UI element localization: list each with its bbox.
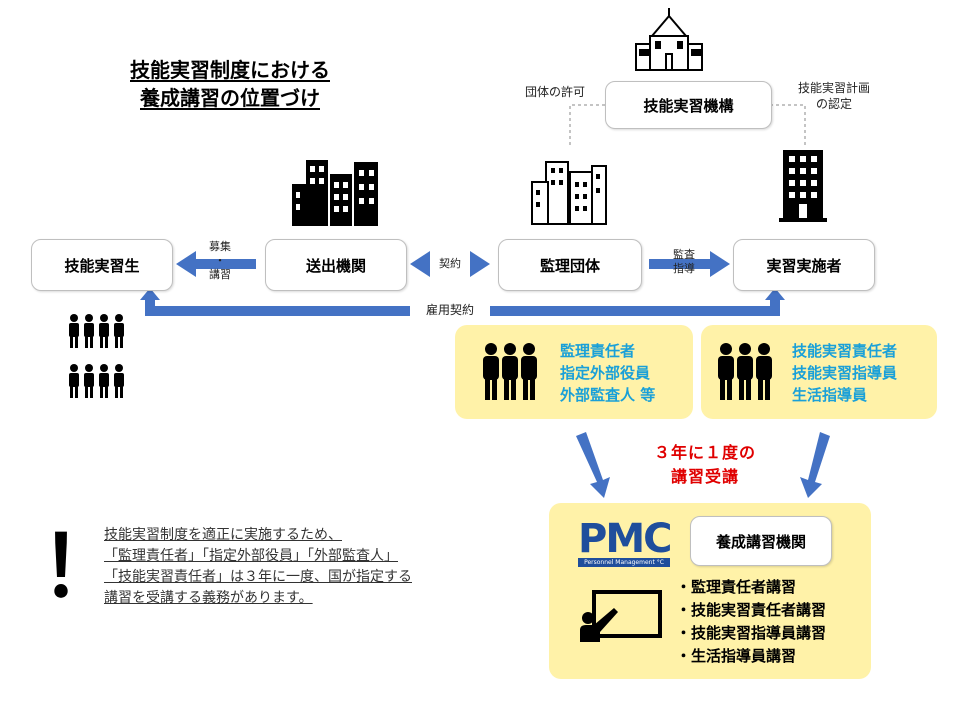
notice-line: 「監理責任者」「指定外部役員」「外部監査人」: [104, 548, 398, 564]
city-buildings-icon: [531, 161, 607, 225]
edge-label-contract: 契約: [439, 257, 461, 270]
exclamation-icon: ！: [40, 518, 125, 616]
role-item: 監理責任者: [560, 342, 636, 360]
note-plan-certification-line-2: の認定: [815, 97, 852, 111]
edge-label-recruit-2: 講習: [209, 268, 231, 281]
node-sending-organization: 送出機関: [265, 239, 407, 291]
course-list: ・監理責任者講習 ・技能実習責任者講習 ・技能実習指導員講習 ・生活指導員講習: [676, 576, 826, 668]
roles-list-supervising: 監理責任者 指定外部役員 外部監査人 等: [560, 340, 655, 406]
trainee-group-icon: [69, 314, 124, 398]
frequency-line-1: ３年に１度の: [653, 443, 756, 462]
school-building-icon: [635, 8, 703, 71]
role-item: 外部監査人 等: [560, 386, 656, 404]
node-implementing-organization: 実習実施者: [733, 239, 875, 291]
node-supervising-organization: 監理団体: [498, 239, 642, 291]
pmc-logo-text: PMC: [578, 516, 672, 562]
recruit-arrow: [176, 251, 256, 277]
note-plan-certification: 技能実習計画 の認定: [784, 80, 884, 112]
role-item: 生活指導員: [792, 386, 868, 404]
node-trainee: 技能実習生: [31, 239, 173, 291]
dashed-connector-left: [569, 104, 605, 145]
notice-line: 講習を受講する義務があります。: [104, 590, 313, 606]
edge-label-audit: 監査 指導: [664, 248, 704, 276]
tower-building-icon: [779, 150, 827, 222]
edge-label-employment: 雇用契約: [410, 303, 490, 317]
edge-label-audit-2: 指導: [673, 262, 695, 275]
notice-line: 技能実習制度を適正に実施するため、: [104, 527, 342, 543]
staff-group-icon-left: [483, 343, 537, 400]
page-title: 技能実習制度における 養成講習の位置づけ: [60, 56, 400, 112]
pmc-logo: PMC Personnel Management °C: [578, 516, 672, 570]
node-training-organization: 技能実習機構: [605, 81, 772, 129]
edge-label-audit-1: 監査: [673, 248, 695, 261]
edge-label-recruit-1: 募集: [209, 240, 231, 253]
course-item: ・生活指導員講習: [676, 647, 797, 665]
staff-group-icon-right: [718, 343, 772, 400]
audit-arrow: [649, 251, 730, 277]
note-plan-certification-line-1: 技能実習計画: [797, 81, 870, 95]
role-item: 技能実習指導員: [792, 364, 898, 382]
course-item: ・技能実習責任者講習: [676, 601, 827, 619]
contract-arrow-right: [470, 251, 490, 277]
edge-label-recruit-dot: ・: [214, 254, 226, 267]
course-item: ・技能実習指導員講習: [676, 624, 827, 642]
notice-text: 技能実習制度を適正に実施するため、 「監理責任者」「指定外部役員」「外部監査人」…: [104, 525, 544, 609]
down-arrow-right: [800, 432, 830, 498]
title-line-1: 技能実習制度における: [130, 58, 330, 82]
role-item: 技能実習責任者: [792, 342, 898, 360]
frequency-line-2: 講習受講: [670, 467, 739, 486]
down-arrow-left: [576, 432, 610, 498]
lecture-board-icon: [580, 590, 662, 642]
dashed-connector-right: [770, 104, 806, 145]
course-item: ・監理責任者講習: [676, 578, 797, 596]
node-training-institution: 養成講習機関: [690, 516, 832, 566]
title-line-2: 養成講習の位置づけ: [140, 86, 320, 110]
edge-label-recruit: 募集 ・ 講習: [200, 240, 240, 282]
notice-line: 「技能実習責任者」は３年に一度、国が指定する: [104, 569, 412, 585]
frequency-label: ３年に１度の 講習受講: [630, 441, 780, 489]
office-buildings-icon: [292, 160, 378, 226]
contract-arrow-left: [410, 251, 430, 277]
pmc-logo-sub: Personnel Management °C: [578, 558, 670, 567]
note-org-permission: 団体の許可: [524, 85, 585, 99]
role-item: 指定外部役員: [560, 364, 651, 382]
roles-list-implementing: 技能実習責任者 技能実習指導員 生活指導員: [792, 340, 897, 406]
